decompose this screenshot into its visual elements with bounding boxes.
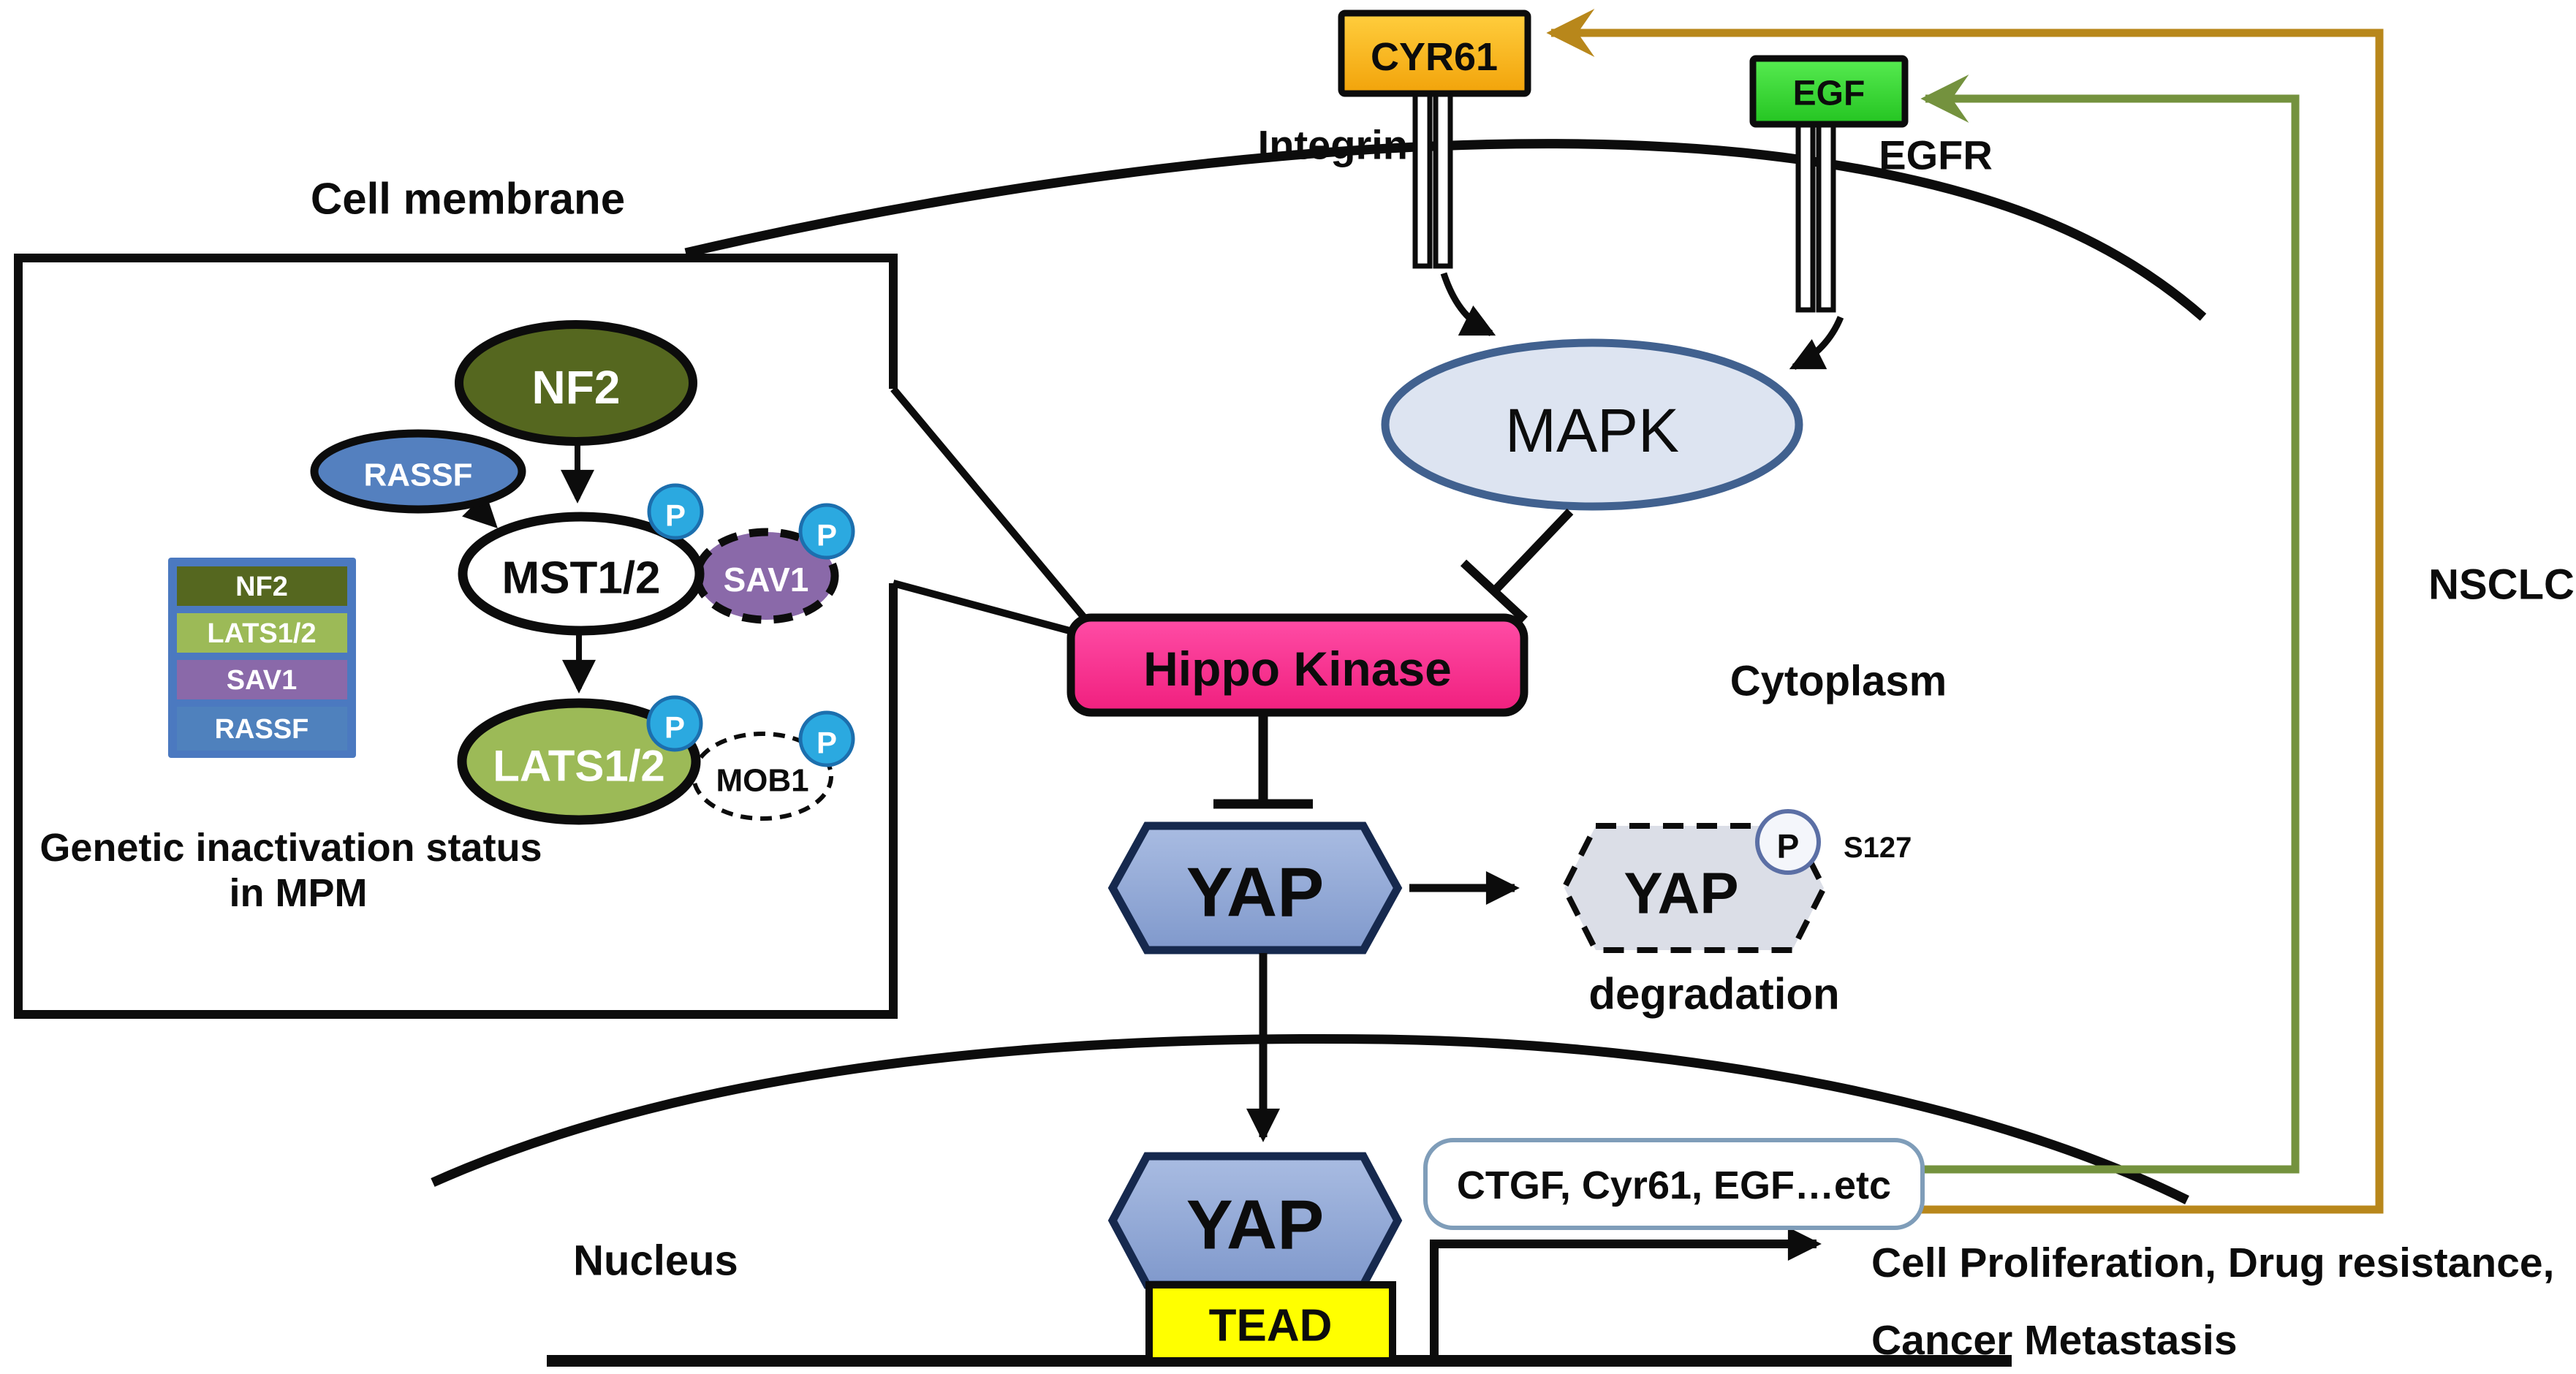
legend-swatch-lats12 [177, 613, 347, 653]
inset-legend: NF2 LATS1/2 SAV1 RASSF [168, 558, 356, 758]
hippo-kinase-box [1067, 613, 1528, 717]
legend-swatch-nf2 [177, 566, 347, 606]
cytoplasm-label: Cytoplasm [1730, 658, 1947, 705]
phospho-label: P [665, 498, 686, 533]
phospho-icon [647, 483, 704, 540]
nucleus-membrane-curve [431, 1033, 2189, 1204]
receptor-stem [1816, 120, 1836, 313]
phospho-icon [1755, 809, 1821, 875]
egfr-to-mapk-arrow [1789, 316, 1844, 371]
mapk-node [1381, 338, 1803, 511]
inhibition-line [1491, 508, 1574, 594]
receptor-stem [1412, 89, 1433, 269]
phospho-icon [798, 503, 855, 560]
legend-label-sav1: SAV1 [227, 665, 297, 696]
cyr61-feedback-arrow [1546, 9, 2384, 1214]
lats12-label: LATS1/2 [493, 742, 665, 791]
phospho-icon [798, 710, 855, 767]
inset-box [14, 254, 898, 1019]
sav1-node [693, 528, 839, 624]
outcome-line1: Cell Proliferation, Drug resistance, [1871, 1240, 2554, 1286]
phospho-icon [646, 695, 703, 752]
degradation-label: degradation [1588, 970, 1839, 1019]
nucleus-label: Nucleus [573, 1237, 738, 1285]
rassf-to-mst-arrow [462, 493, 498, 528]
egf-label: EGF [1793, 75, 1865, 113]
yap-cytoplasm-node [1107, 821, 1403, 954]
legend-label-lats12: LATS1/2 [207, 618, 316, 649]
legend-caption-line1: Genetic inactivation status [39, 826, 542, 870]
rassf-node [310, 429, 526, 514]
integrin-label: Integrin [1258, 122, 1408, 168]
mst12-label: MST1/2 [501, 553, 660, 604]
egf-feedback-arrow [1909, 75, 2300, 1174]
hippo-kinase-label: Hippo Kinase [1143, 642, 1452, 696]
outcome-line2: Cancer Metastasis [1871, 1317, 2238, 1364]
target-genes-label: CTGF, Cyr61, EGF…etc [1457, 1164, 1891, 1207]
tead-label: TEAD [1209, 1301, 1333, 1351]
phospho-group: P P P P [646, 483, 855, 767]
nf2-label: NF2 [532, 361, 621, 414]
lats12-node [457, 698, 701, 825]
phospho-label: P [817, 518, 837, 553]
tead-box [1145, 1281, 1396, 1364]
inset-cascade: NF2 RASSF SAV1 MST1/2 MOB1 LATS1/2 P P P… [310, 320, 855, 825]
cyr61-label: CYR61 [1371, 35, 1498, 79]
nf2-node [455, 320, 697, 446]
phospho-label: P [817, 726, 837, 760]
egf-box [1749, 55, 1909, 128]
mapk-inhibits-hippo [1460, 508, 1574, 623]
legend-caption-line2: in MPM [230, 871, 368, 915]
sav1-label: SAV1 [724, 561, 809, 599]
legend-swatch-sav1 [177, 660, 347, 699]
egfr-label: EGFR [1879, 132, 1993, 178]
nsclc-label: NSCLC [2428, 561, 2575, 609]
mapk-label: MAPK [1505, 396, 1679, 465]
callout-line-bottom [892, 580, 1101, 642]
phospho-label: P [664, 710, 685, 745]
legend-label-rassf: RASSF [215, 714, 309, 745]
yap-nucleus-label: YAP [1186, 1186, 1325, 1264]
legend-swatch-rassf [177, 707, 347, 751]
callout-line-top [890, 386, 1102, 639]
cell-membrane-curve [684, 139, 2207, 321]
rassf-label: RASSF [363, 458, 472, 493]
transcription-arrow [1430, 1227, 1822, 1358]
hippo-inhibits-yap [1213, 715, 1313, 809]
mob1-node [692, 732, 833, 821]
yap-cytoplasm-label: YAP [1186, 854, 1325, 932]
integrin-to-mapk-arrow [1440, 272, 1496, 337]
legend-label-nf2: NF2 [235, 572, 288, 602]
mob1-label: MOB1 [716, 763, 808, 799]
cell-membrane-label: Cell membrane [311, 175, 625, 224]
yap-phospho-group: YAP P S127 degradation [1561, 809, 1912, 1019]
mst12-node [458, 512, 705, 636]
phospho-label: P [1777, 827, 1800, 865]
yap-phospho-label: YAP [1624, 861, 1738, 926]
target-genes-box [1423, 1138, 1925, 1230]
s127-label: S127 [1844, 832, 1912, 864]
receptor-stem [1433, 89, 1453, 269]
inhibition-tbar [1460, 559, 1528, 623]
receptor-stem [1795, 120, 1816, 313]
cyr61-box [1338, 10, 1531, 97]
